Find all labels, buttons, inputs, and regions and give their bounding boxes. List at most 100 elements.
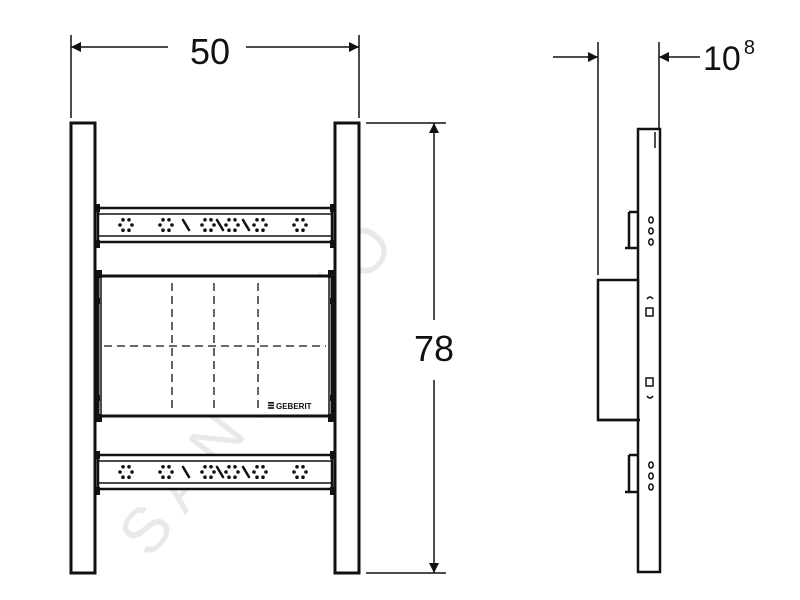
bar-hole — [130, 470, 134, 474]
bar-hole — [255, 465, 259, 469]
bar-hole — [261, 465, 265, 469]
bar-hole — [118, 470, 122, 474]
bar-hole — [158, 223, 162, 227]
bar-hole — [224, 470, 228, 474]
bar-hole — [127, 228, 131, 232]
brand-mark-icon — [268, 402, 274, 409]
bar-hole — [233, 465, 237, 469]
bar-hole — [233, 228, 237, 232]
brand-logo: GEBERIT — [268, 402, 312, 411]
side-rail — [636, 127, 662, 574]
bar-hole — [295, 228, 299, 232]
bar-hole — [127, 465, 131, 469]
bar-hole — [209, 465, 213, 469]
bar-hole — [252, 470, 256, 474]
bar-hole — [167, 465, 171, 469]
bar-hole — [161, 228, 165, 232]
bar-hole — [224, 223, 228, 227]
height-label: 78 — [414, 328, 454, 369]
bar-hole — [233, 475, 237, 479]
bar-hole — [167, 475, 171, 479]
bar-hole — [292, 223, 296, 227]
bottom-bar-holes — [118, 465, 308, 479]
bar-hole — [255, 228, 259, 232]
bar-hole — [167, 228, 171, 232]
bar-hole — [295, 218, 299, 222]
bar-hole — [127, 475, 131, 479]
bar-hole — [170, 470, 174, 474]
bar-hole — [301, 218, 305, 222]
bar-hole — [200, 223, 204, 227]
brand-label: GEBERIT — [276, 402, 312, 411]
bar-hole — [255, 475, 259, 479]
bar-hole — [301, 475, 305, 479]
bar-slot — [241, 218, 251, 232]
bar-hole — [292, 470, 296, 474]
left-rail — [69, 121, 97, 575]
bar-hole — [127, 218, 131, 222]
bar-hole — [212, 470, 216, 474]
side-view — [596, 127, 662, 574]
bar-hole — [301, 465, 305, 469]
bar-hole — [295, 475, 299, 479]
bar-slot — [215, 465, 225, 479]
bar-hole — [203, 228, 207, 232]
bar-hole — [261, 218, 265, 222]
bar-slot — [181, 465, 191, 479]
bar-hole — [161, 475, 165, 479]
bar-hole — [161, 218, 165, 222]
bar-hole — [167, 218, 171, 222]
bar-hole — [161, 465, 165, 469]
bar-hole — [264, 223, 268, 227]
bar-hole — [295, 465, 299, 469]
bar-hole — [252, 223, 256, 227]
height-dimension — [366, 122, 446, 574]
bar-hole — [255, 218, 259, 222]
bar-hole — [304, 470, 308, 474]
bar-hole — [158, 470, 162, 474]
bar-slot — [241, 465, 251, 479]
bar-hole — [200, 470, 204, 474]
bar-hole — [236, 470, 240, 474]
front-view — [69, 121, 361, 575]
bar-hole — [209, 218, 213, 222]
side-box — [596, 278, 640, 422]
bar-hole — [236, 223, 240, 227]
bar-hole — [121, 228, 125, 232]
bar-hole — [170, 223, 174, 227]
bar-hole — [227, 475, 231, 479]
bar-hole — [264, 470, 268, 474]
bar-hole — [227, 228, 231, 232]
bar-slot — [215, 218, 225, 232]
top-bar-holes — [118, 218, 308, 232]
bar-hole — [121, 465, 125, 469]
bar-hole — [212, 223, 216, 227]
bar-hole — [301, 228, 305, 232]
depth-superscript: 8 — [744, 37, 755, 59]
bar-hole — [130, 223, 134, 227]
center-guides — [104, 283, 326, 412]
bar-hole — [227, 218, 231, 222]
corner-clips — [95, 204, 335, 495]
depth-value: 10 — [703, 40, 741, 78]
bar-hole — [233, 218, 237, 222]
bar-hole — [203, 475, 207, 479]
bar-hole — [209, 475, 213, 479]
right-rail — [333, 121, 361, 575]
bar-hole — [261, 228, 265, 232]
width-dimension — [70, 35, 360, 118]
bar-hole — [121, 475, 125, 479]
bar-hole — [121, 218, 125, 222]
bar-hole — [304, 223, 308, 227]
bar-hole — [203, 218, 207, 222]
bar-hole — [118, 223, 122, 227]
bar-hole — [227, 465, 231, 469]
bar-slot — [181, 218, 191, 232]
bar-hole — [203, 465, 207, 469]
width-label: 50 — [190, 31, 230, 72]
depth-dimension — [553, 42, 700, 275]
bar-hole — [209, 228, 213, 232]
bar-hole — [261, 475, 265, 479]
